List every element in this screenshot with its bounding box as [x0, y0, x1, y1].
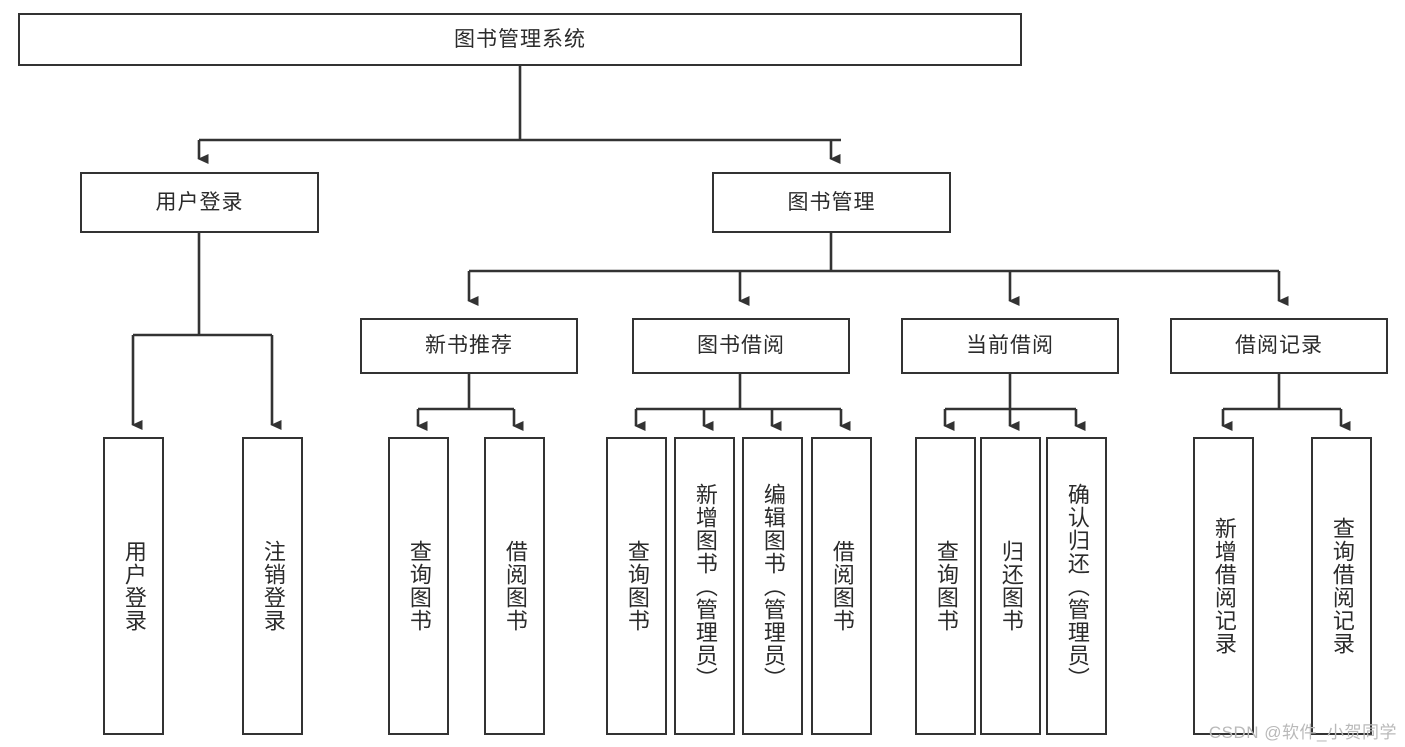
- leaf-book-borrow-edit[interactable]: 编辑图书（管理员）: [742, 437, 803, 735]
- node-current-borrow[interactable]: 当前借阅: [901, 318, 1119, 374]
- node-label: 确认归还（管理员）: [1064, 482, 1090, 690]
- node-label: 用户登录: [155, 190, 244, 214]
- leaf-book-borrow-borrow[interactable]: 借阅图书: [811, 437, 872, 735]
- node-book-borrow[interactable]: 图书借阅: [632, 318, 850, 374]
- leaf-new-book-query[interactable]: 查询图书: [388, 437, 449, 735]
- node-label: 查询图书: [406, 540, 432, 632]
- leaf-book-borrow-query[interactable]: 查询图书: [606, 437, 667, 735]
- leaf-user-login-login[interactable]: 用户登录: [103, 437, 164, 735]
- node-label: 查询图书: [624, 540, 650, 632]
- node-label: 用户登录: [121, 540, 147, 632]
- node-new-book-recommend[interactable]: 新书推荐: [360, 318, 578, 374]
- node-label: 借阅图书: [502, 540, 528, 632]
- node-label: 图书管理系统: [454, 27, 586, 51]
- leaf-borrow-record-query[interactable]: 查询借阅记录: [1311, 437, 1372, 735]
- node-book-management[interactable]: 图书管理: [712, 172, 951, 233]
- leaf-user-login-logout[interactable]: 注销登录: [242, 437, 303, 735]
- leaf-current-borrow-query[interactable]: 查询图书: [915, 437, 976, 735]
- node-root-book-management-system[interactable]: 图书管理系统: [18, 13, 1022, 66]
- node-label: 新增图书（管理员）: [692, 482, 718, 690]
- node-label: 注销登录: [260, 540, 286, 632]
- node-label: 图书借阅: [697, 334, 785, 358]
- node-label: 查询借阅记录: [1329, 517, 1355, 655]
- node-label: 编辑图书（管理员）: [760, 482, 786, 690]
- node-label: 查询图书: [933, 540, 959, 632]
- node-label: 借阅图书: [829, 540, 855, 632]
- node-label: 当前借阅: [966, 334, 1054, 358]
- node-user-login[interactable]: 用户登录: [80, 172, 319, 233]
- node-borrow-record[interactable]: 借阅记录: [1170, 318, 1388, 374]
- leaf-borrow-record-add[interactable]: 新增借阅记录: [1193, 437, 1254, 735]
- leaf-book-borrow-add[interactable]: 新增图书（管理员）: [674, 437, 735, 735]
- node-label: 归还图书: [998, 540, 1024, 632]
- watermark-text: CSDN @软件_小贺同学: [1208, 723, 1397, 742]
- node-label: 借阅记录: [1235, 334, 1323, 358]
- leaf-current-borrow-return[interactable]: 归还图书: [980, 437, 1041, 735]
- node-label: 新书推荐: [425, 334, 513, 358]
- leaf-current-borrow-confirm-return[interactable]: 确认归还（管理员）: [1046, 437, 1107, 735]
- node-label: 图书管理: [787, 190, 876, 214]
- leaf-new-book-borrow[interactable]: 借阅图书: [484, 437, 545, 735]
- node-label: 新增借阅记录: [1211, 517, 1237, 655]
